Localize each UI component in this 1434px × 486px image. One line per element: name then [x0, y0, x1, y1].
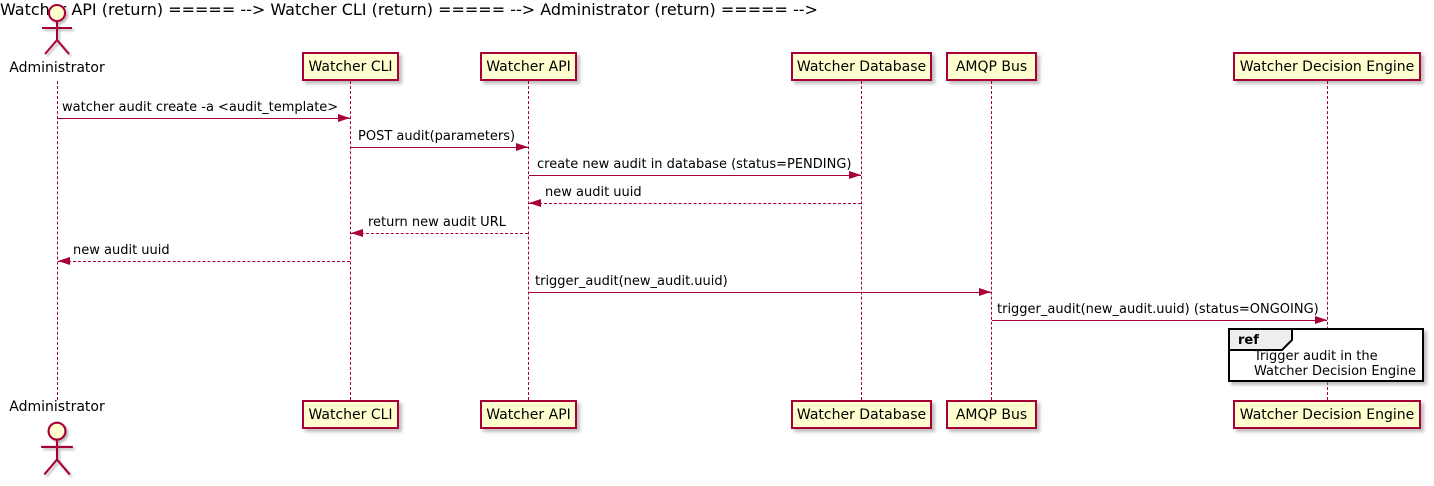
arrowhead-icon	[338, 114, 350, 122]
participant-watcher-api-bottom: Watcher API	[480, 400, 577, 429]
participant-watcher-database-bottom: Watcher Database	[791, 400, 932, 429]
actor-icon	[42, 4, 72, 55]
ref-text-line2: Watcher Decision Engine	[1254, 364, 1416, 379]
lifeline-amqp-bus	[991, 81, 992, 400]
participant-watcher-api-top: Watcher API	[480, 52, 577, 81]
arrowhead-icon	[529, 199, 541, 207]
participant-watcher-cli-top: Watcher CLI	[302, 52, 399, 81]
lifeline-administrator	[57, 81, 58, 400]
lifeline-watcher-database	[861, 81, 862, 400]
message-6-line	[58, 261, 350, 262]
message-5-label: return new audit URL	[368, 215, 506, 230]
participant-amqp-bus-top: AMQP Bus	[946, 52, 1037, 81]
arrowhead-icon	[351, 229, 363, 237]
message-5-line	[351, 233, 528, 234]
message-8-label: trigger_audit(new_audit.uuid) (status=ON…	[997, 302, 1319, 317]
actor-icon	[41, 421, 73, 476]
arrowhead-icon	[58, 257, 70, 265]
message-6-label: new audit uuid	[73, 243, 170, 258]
message-7-line	[529, 292, 991, 293]
ref-text-line1: Trigger audit in the	[1254, 349, 1378, 364]
message-3-label: create new audit in database (status=PEN…	[537, 157, 852, 172]
message-1-label: watcher audit create -a <audit_template>	[62, 100, 339, 115]
arrowhead-icon	[516, 143, 528, 151]
participant-watcher-decision-engine-bottom: Watcher Decision Engine	[1233, 400, 1421, 429]
message-1-line	[58, 118, 350, 119]
message-8-line	[992, 320, 1327, 321]
lifeline-watcher-cli	[350, 81, 351, 400]
participant-watcher-database-top: Watcher Database	[791, 52, 932, 81]
message-2-line	[351, 147, 528, 148]
ref-keyword-label: ref	[1238, 333, 1259, 348]
participant-amqp-bus-bottom: AMQP Bus	[946, 400, 1037, 429]
actor-label-administrator-top: Administrator	[9, 60, 105, 76]
arrowhead-icon	[849, 171, 861, 179]
message-4-line	[529, 203, 861, 204]
lifeline-watcher-decision-engine	[1327, 81, 1328, 400]
arrowhead-icon	[979, 288, 991, 296]
lifeline-watcher-api	[528, 81, 529, 400]
participant-watcher-decision-engine-top: Watcher Decision Engine	[1233, 52, 1421, 81]
participant-watcher-cli-bottom: Watcher CLI	[302, 400, 399, 429]
arrowhead-icon	[1315, 316, 1327, 324]
actor-label-administrator-bottom: Administrator	[9, 399, 105, 415]
ref-keyword-pentagon: ref	[1228, 328, 1293, 351]
message-2-label: POST audit(parameters)	[358, 129, 516, 144]
message-7-label: trigger_audit(new_audit.uuid)	[535, 274, 728, 289]
ref-fragment: ref Trigger audit in the Watcher Decisio…	[1228, 328, 1424, 382]
message-3-line	[529, 175, 861, 176]
message-4-label: new audit uuid	[545, 185, 642, 200]
